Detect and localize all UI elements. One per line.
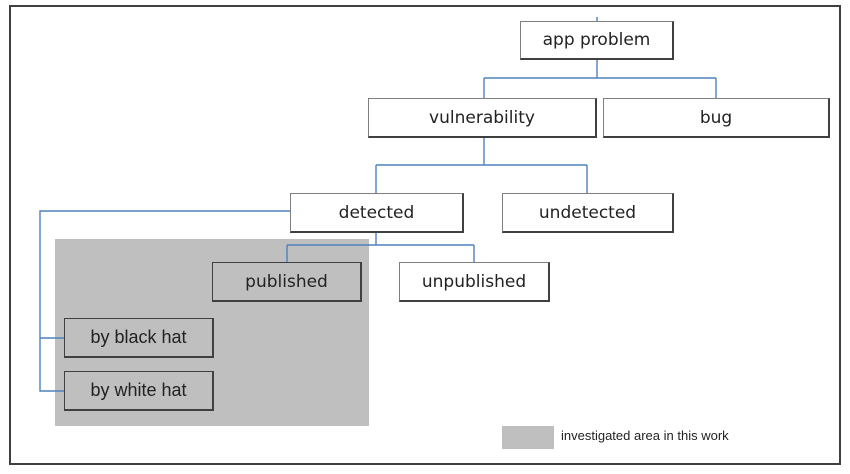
node-published: published bbox=[212, 262, 362, 302]
node-undetected: undetected bbox=[502, 193, 674, 233]
node-unpublished: unpublished bbox=[399, 262, 550, 302]
connector-vulnerability-children bbox=[375, 138, 588, 193]
node-by-black-hat: by black hat bbox=[64, 318, 214, 358]
connector-detected-children bbox=[286, 232, 475, 262]
node-vulnerability: vulnerability bbox=[368, 98, 597, 138]
legend-swatch bbox=[502, 426, 554, 449]
node-by-white-hat: by white hat bbox=[64, 371, 214, 411]
node-detected: detected bbox=[290, 193, 464, 233]
connector-root-children bbox=[483, 59, 717, 98]
connector-detected-hats bbox=[39, 210, 291, 392]
node-bug: bug bbox=[603, 98, 830, 138]
legend-label: investigated area in this work bbox=[561, 428, 729, 443]
node-app-problem: app problem bbox=[520, 21, 674, 60]
